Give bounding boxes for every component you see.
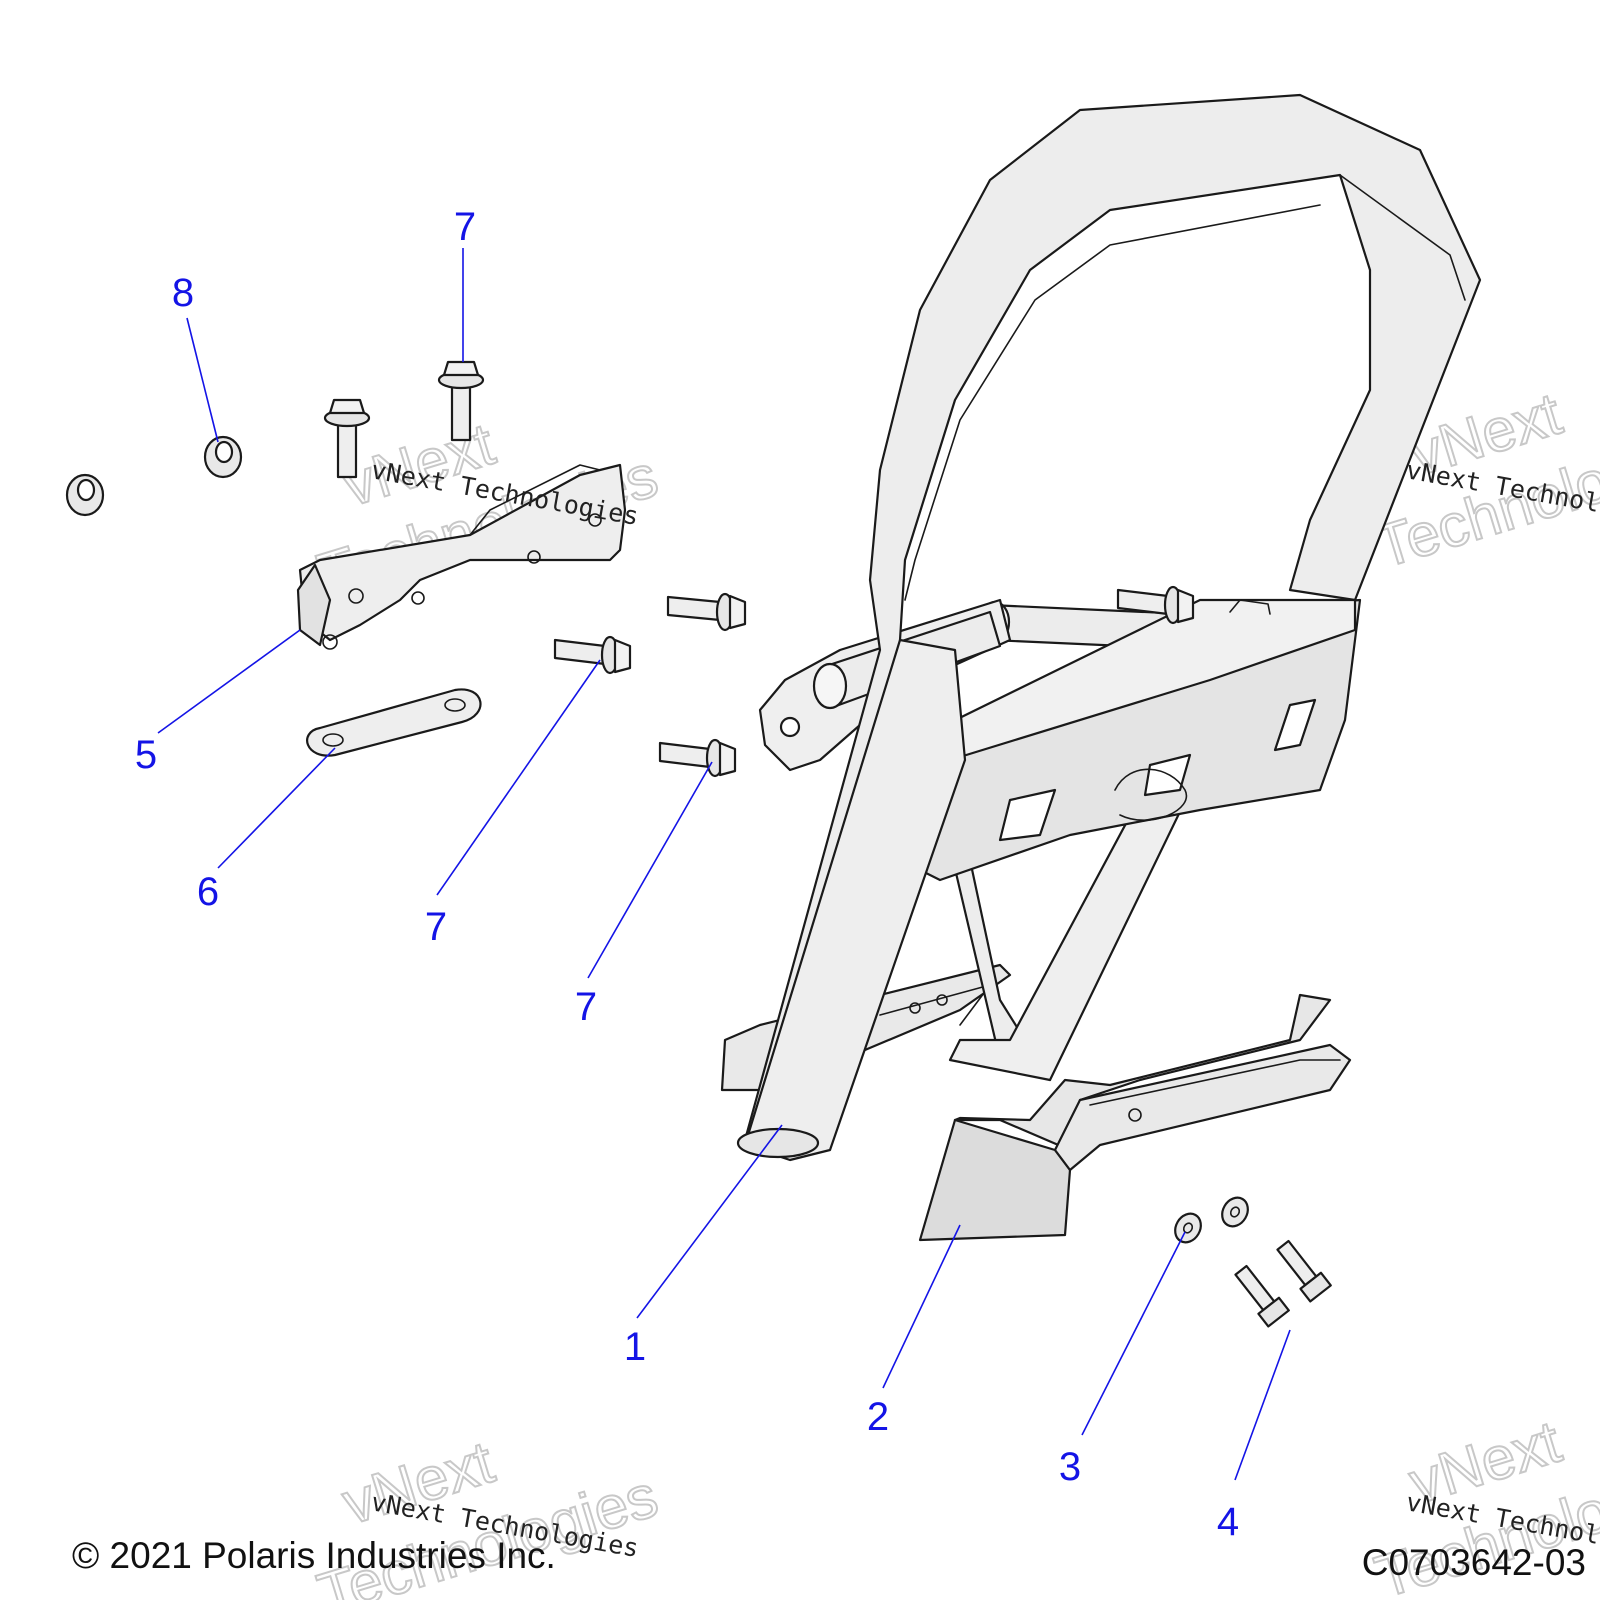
grommet-part — [65, 435, 243, 517]
callout-4: 4 — [1217, 1500, 1239, 1544]
guard-frame-part — [720, 93, 1482, 1162]
short-bolt-part — [1234, 1239, 1332, 1328]
leader-8 — [186, 317, 219, 443]
leader-6 — [217, 747, 336, 869]
bracket-plate-part — [296, 463, 627, 650]
leader-4 — [1234, 1329, 1291, 1481]
callout-1: 1 — [624, 1325, 646, 1369]
link-strap-part — [306, 688, 482, 757]
leader-lines — [157, 248, 1291, 1481]
callout-6: 6 — [197, 870, 219, 914]
leader-7-mid — [436, 659, 601, 896]
copyright-text: © 2021 Polaris Industries Inc. — [72, 1535, 556, 1576]
leader-7-low — [587, 761, 713, 979]
skid-plate-part — [918, 993, 1352, 1242]
callout-7-low: 7 — [575, 985, 597, 1029]
leader-2 — [882, 1224, 961, 1389]
callout-8: 8 — [172, 271, 194, 315]
callout-3: 3 — [1059, 1445, 1081, 1489]
figure-code: C0703642-03 — [1362, 1542, 1586, 1583]
callout-7-mid: 7 — [425, 905, 447, 949]
leader-3 — [1081, 1231, 1186, 1436]
leader-1 — [636, 1124, 783, 1319]
callout-2: 2 — [867, 1395, 889, 1439]
callout-7-top: 7 — [454, 205, 476, 249]
washer-part — [1174, 1196, 1249, 1244]
callout-5: 5 — [135, 733, 157, 777]
leader-5 — [157, 629, 301, 734]
callout-labels: 7 8 5 6 7 7 1 2 3 4 — [135, 205, 1239, 1544]
flange-bolt-part — [323, 360, 1195, 778]
